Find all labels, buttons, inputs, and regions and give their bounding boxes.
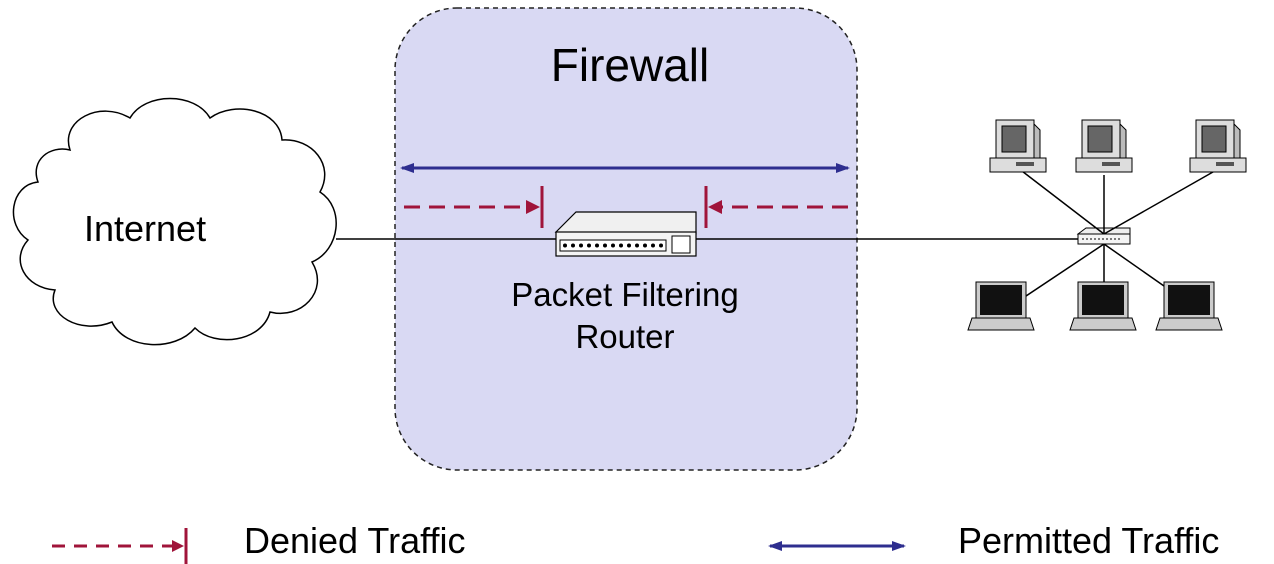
legend-denied-label: Denied Traffic <box>244 520 466 561</box>
cloud-icon <box>12 97 337 346</box>
router-label-line1: Packet Filtering <box>511 276 739 313</box>
internet-label: Internet <box>84 208 207 249</box>
desktop-computer-icon <box>989 119 1047 173</box>
denied-traffic-right <box>704 186 848 228</box>
laptop-icon <box>1069 281 1137 331</box>
laptop-icon <box>1155 281 1223 331</box>
router-label: Packet Filtering Router <box>470 274 780 358</box>
desktop-computer-icon <box>1189 119 1247 173</box>
router-label-line2: Router <box>575 318 675 355</box>
desktop-computer-icon <box>1075 119 1133 173</box>
denied-traffic-left <box>404 186 544 228</box>
laptop-icon <box>967 281 1035 331</box>
legend-permitted-label: Permitted Traffic <box>958 520 1220 561</box>
firewall-title: Firewall <box>550 39 710 91</box>
legend-denied-symbol <box>52 528 188 564</box>
router-icon <box>554 211 697 257</box>
